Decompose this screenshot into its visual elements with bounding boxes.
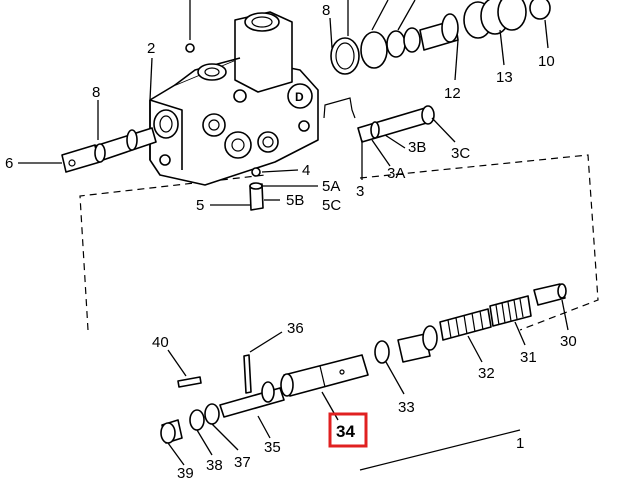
callout-39: 39 (177, 465, 194, 482)
highlight-box (328, 412, 368, 448)
callout-3C: 3C (451, 145, 470, 162)
lower-spool-assembly (160, 283, 567, 444)
lever-spool (61, 127, 157, 173)
callout-6: 6 (5, 155, 13, 172)
callout-5C: 5C (322, 197, 341, 214)
check-plug (249, 167, 264, 211)
leader-lines (18, 0, 569, 471)
callout-1: 1 (516, 435, 524, 452)
callout-3B: 3B (408, 139, 426, 156)
callout-8-left: 8 (92, 84, 100, 101)
callout-31: 31 (520, 349, 537, 366)
callout-8-top: 8 (322, 2, 330, 19)
callout-13: 13 (496, 69, 513, 86)
callout-3: 3 (356, 183, 364, 200)
valve-body: D (149, 11, 319, 186)
callout-5: 5 (196, 197, 204, 214)
callout-10: 10 (538, 53, 555, 70)
callout-labels: 2 8 6 8 10 13 12 3C 3B 3A 3 4 5A 5B 5C 5… (5, 2, 577, 482)
callout-30: 30 (560, 333, 577, 350)
callout-4: 4 (302, 162, 310, 179)
callout-37: 37 (234, 454, 251, 471)
callout-12: 12 (444, 85, 461, 102)
callout-36: 36 (287, 320, 304, 337)
callout-40: 40 (152, 334, 169, 351)
callout-5B: 5B (286, 192, 304, 209)
callout-34: 34 (336, 422, 355, 441)
callout-35: 35 (264, 439, 281, 456)
callout-33: 33 (398, 399, 415, 416)
callout-32: 32 (478, 365, 495, 382)
upper-right-parts (323, 0, 551, 143)
port-marking-d: D (295, 90, 304, 104)
callout-38: 38 (206, 457, 223, 474)
callout-5A: 5A (322, 178, 340, 195)
callout-3A: 3A (387, 165, 405, 182)
highlighted-callout-34: 34 (328, 412, 368, 448)
callout-2: 2 (147, 40, 155, 57)
